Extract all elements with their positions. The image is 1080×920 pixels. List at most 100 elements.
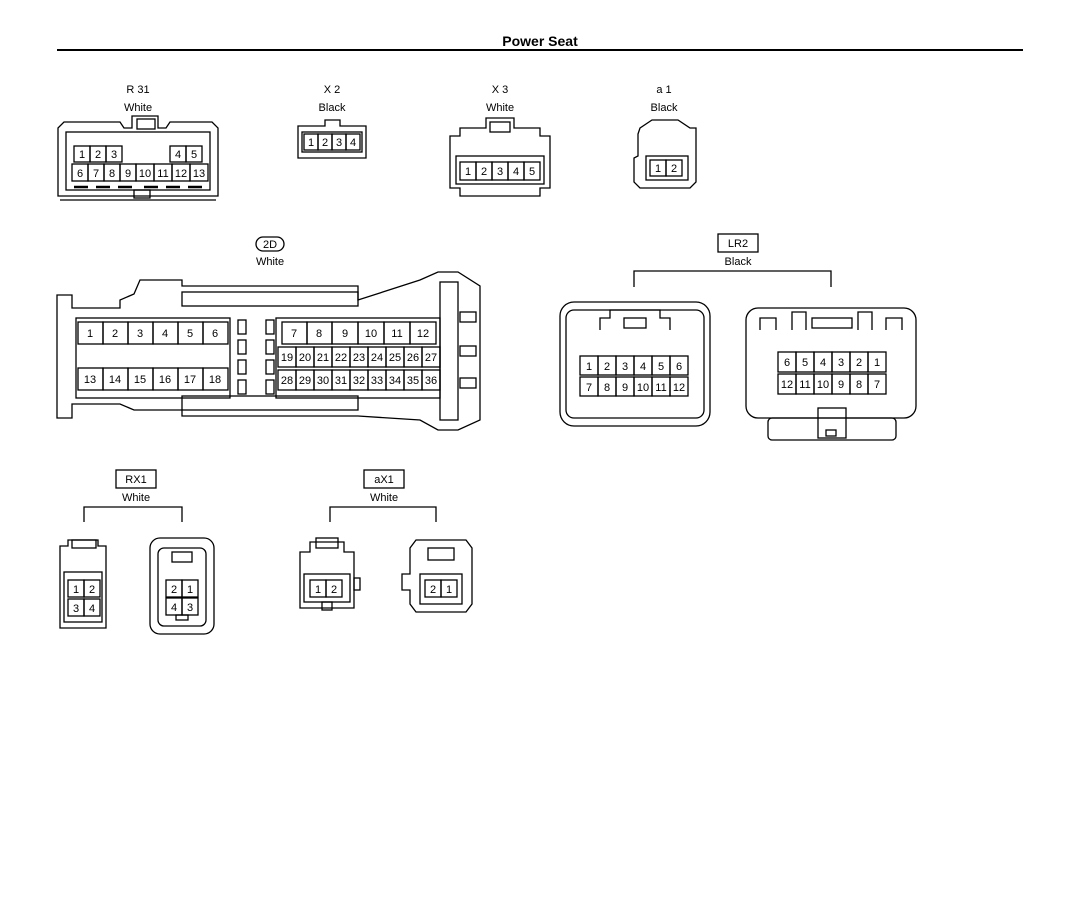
connector-2d: 2D White 1 2 3 4 5 6 13 14 15 16: [56, 236, 481, 431]
svg-text:6: 6: [77, 168, 83, 180]
svg-text:14: 14: [109, 374, 121, 386]
rx1-color: White: [122, 492, 150, 504]
svg-text:12: 12: [673, 382, 685, 394]
ax1-right-inner: [419, 573, 463, 605]
svg-text:1: 1: [87, 328, 93, 340]
svg-text:20: 20: [299, 352, 311, 364]
lr2-left-latch: [599, 309, 671, 330]
rx1-left-latch: [71, 539, 97, 549]
svg-text:10: 10: [817, 379, 829, 391]
c2d-color: White: [256, 256, 284, 268]
ax1-right-pins: 2 1: [424, 579, 458, 598]
rx1-name-box: [115, 469, 157, 489]
svg-text:7: 7: [874, 379, 880, 391]
svg-text:27: 27: [425, 352, 437, 364]
svg-text:2: 2: [481, 166, 487, 178]
ax1-right-latch: [427, 547, 455, 561]
svg-text:7: 7: [93, 168, 99, 180]
svg-text:7: 7: [586, 382, 592, 394]
lr2-right-latch: [811, 317, 853, 329]
connector-ax1: aX1 White 1 2 2 1: [299, 469, 473, 613]
page-title: Power Seat: [502, 33, 578, 49]
r31-name: R 31: [126, 84, 149, 96]
svg-text:33: 33: [371, 375, 383, 387]
x3-latch: [489, 121, 511, 133]
svg-text:3: 3: [622, 361, 628, 373]
connector-x3: X 3 White 1 2 3 4 5: [449, 84, 551, 197]
svg-text:3: 3: [497, 166, 503, 178]
lr2-left-pins: 1 2 3 4 5 6 7 8 9 10 11 12: [579, 355, 689, 397]
svg-text:5: 5: [191, 149, 197, 161]
svg-text:15: 15: [134, 374, 146, 386]
lr2-right-foot-key: [825, 429, 837, 437]
svg-text:12: 12: [175, 168, 187, 180]
connector-r31: R 31 White 1 2 3 4 5 6 7 8 9 10 11 12: [57, 84, 219, 201]
ax1-left-pins: 1 2: [309, 579, 343, 598]
svg-text:1: 1: [446, 584, 452, 596]
svg-text:1: 1: [187, 584, 193, 596]
x2-color: Black: [319, 102, 346, 114]
svg-text:11: 11: [799, 379, 810, 391]
rx1-right-key: [175, 614, 189, 621]
svg-text:1: 1: [315, 584, 321, 596]
x3-color: White: [486, 102, 514, 114]
svg-text:21: 21: [317, 352, 329, 364]
svg-text:22: 22: [335, 352, 347, 364]
lr2-color: Black: [725, 256, 752, 268]
a1-color: Black: [651, 102, 678, 114]
svg-text:2: 2: [112, 328, 118, 340]
svg-text:3: 3: [73, 603, 79, 615]
svg-text:4: 4: [820, 357, 826, 369]
svg-text:32: 32: [353, 375, 365, 387]
r31-pins-bottom: 6 7 8 9 10 11 12 13: [71, 163, 209, 182]
connector-lr2: LR2 Black 1 2 3 4 5 6 7 8 9 10 11 12: [559, 233, 917, 441]
c2d-bottom-rail: [181, 395, 359, 411]
svg-text:1: 1: [655, 163, 661, 175]
a1-pins: 1 2: [649, 159, 683, 177]
c2d-top-rail: [181, 291, 359, 307]
x2-pins: 1 2 3 4: [303, 133, 361, 151]
svg-text:3: 3: [111, 149, 117, 161]
svg-text:30: 30: [317, 375, 329, 387]
svg-text:1: 1: [308, 137, 314, 149]
x3-pins: 1 2 3 4 5: [459, 161, 541, 181]
rx1-left-inner: [63, 571, 103, 623]
ax1-name-box: [363, 469, 405, 489]
lr2-right-top-ribs: [759, 311, 903, 330]
lr2-right-housing: [745, 307, 917, 419]
svg-text:24: 24: [371, 352, 383, 364]
svg-text:3: 3: [838, 357, 844, 369]
svg-text:2: 2: [856, 357, 862, 369]
svg-text:4: 4: [350, 137, 356, 149]
svg-text:11: 11: [391, 328, 402, 340]
svg-text:28: 28: [281, 375, 293, 387]
svg-text:1: 1: [73, 584, 79, 596]
lr2-name: LR2: [728, 238, 748, 250]
svg-text:6: 6: [784, 357, 790, 369]
r31-color: White: [124, 102, 152, 114]
ax1-left-inner: [303, 573, 351, 603]
c2d-row1-right: 7 8 9 10 11 12: [281, 321, 437, 345]
rx1-left-pins: 1 2 3 4: [67, 579, 101, 617]
svg-text:4: 4: [89, 603, 95, 615]
svg-text:6: 6: [676, 361, 682, 373]
svg-text:5: 5: [187, 328, 193, 340]
svg-text:19: 19: [281, 352, 293, 364]
lr2-left-latch-tab: [623, 317, 647, 329]
svg-text:17: 17: [184, 374, 196, 386]
svg-text:13: 13: [193, 168, 205, 180]
svg-text:18: 18: [209, 374, 221, 386]
svg-text:4: 4: [640, 361, 646, 373]
svg-text:11: 11: [157, 168, 168, 180]
svg-text:2: 2: [430, 584, 436, 596]
svg-text:13: 13: [84, 374, 96, 386]
a1-housing: [633, 119, 697, 189]
connector-x2: X 2 Black 1 2 3 4: [297, 84, 367, 159]
c2d-row3-right: 28 29 30 31 32 33 34 35 36: [277, 369, 441, 391]
x3-inner: [455, 155, 545, 185]
svg-text:23: 23: [353, 352, 365, 364]
svg-text:26: 26: [407, 352, 419, 364]
svg-text:10: 10: [139, 168, 151, 180]
svg-text:9: 9: [622, 382, 628, 394]
svg-text:2: 2: [671, 163, 677, 175]
